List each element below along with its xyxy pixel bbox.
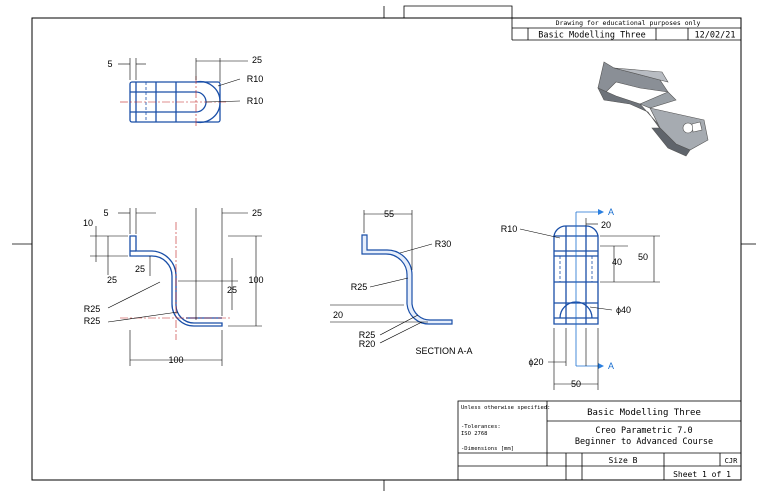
section-dim-r25-b: R25 (359, 330, 376, 340)
side-dim-50-width: 50 (571, 379, 581, 389)
side-dim-40: 40 (612, 257, 622, 267)
front-dim-5: 5 (103, 208, 108, 218)
front-dim-25-left: 25 (107, 275, 117, 285)
front-dim-25-mid: 25 (135, 264, 145, 274)
side-view: A A R10 20 40 50 ϕ40 ϕ20 50 (501, 207, 660, 390)
block-title: Basic Modelling Three (587, 408, 701, 418)
course-line1: Creo Parametric 7.0 (595, 426, 692, 436)
rev-field: CJR (725, 457, 738, 465)
section-caption: SECTION A-A (415, 346, 472, 356)
course-line2: Beginner to Advanced Course (575, 437, 713, 447)
title-strip: Drawing for educational purposes only Ba… (511, 18, 741, 41)
side-dim-phi40: ϕ40 (616, 305, 631, 315)
section-dim-r25: R25 (351, 282, 368, 292)
top-dim-5: 5 (107, 59, 112, 69)
front-dim-r25-b: R25 (84, 316, 101, 326)
side-dim-phi20: ϕ20 (528, 357, 543, 367)
section-dim-r30: R30 (435, 239, 452, 249)
front-dim-100-height: 100 (248, 275, 263, 285)
note-dimensions: -Dimensions [mm] (461, 446, 514, 452)
sheet-border (31, 17, 742, 481)
title-block: Unless otherwise specified: -Tolerances:… (457, 400, 742, 481)
front-dim-100-width: 100 (168, 355, 183, 365)
note-tolerances: -Tolerances: (461, 424, 501, 430)
top-dim-r10-inner: R10 (247, 96, 264, 106)
front-dim-r25-a: R25 (84, 304, 101, 314)
educational-note: Drawing for educational purposes only (556, 19, 701, 27)
side-dim-r10: R10 (501, 224, 518, 234)
top-tab (403, 5, 513, 18)
front-dim-25-right: 25 (227, 285, 237, 295)
iso-part-image (597, 61, 709, 157)
front-view: 5 25 10 25 25 100 25 R25 R25 100 (83, 208, 264, 366)
side-dim-20: 20 (601, 220, 611, 230)
section-dim-20: 20 (333, 310, 343, 320)
sheet-field: Sheet 1 of 1 (673, 470, 731, 479)
strip-date: 12/02/21 (695, 31, 736, 41)
note-iso: ISO 2768 (461, 431, 488, 437)
side-dim-50: 50 (638, 252, 648, 262)
cut-label-top: A (608, 207, 614, 217)
section-view: 55 R30 R25 20 R25 R20 SECTION A-A (330, 209, 473, 356)
size-field: Size B (609, 456, 638, 465)
cut-label-bottom: A (608, 361, 614, 371)
strip-title: Basic Modelling Three (538, 31, 645, 41)
top-view: 5 25 R10 R10 (107, 55, 263, 128)
front-dim-25-top: 25 (252, 208, 262, 218)
top-dim-25: 25 (252, 55, 262, 65)
section-dim-r20: R20 (359, 339, 376, 349)
top-dim-r10-outer: R10 (247, 74, 264, 84)
front-dim-10: 10 (83, 218, 93, 228)
note-unless: Unless otherwise specified: (461, 405, 550, 411)
section-dim-55: 55 (384, 209, 394, 219)
